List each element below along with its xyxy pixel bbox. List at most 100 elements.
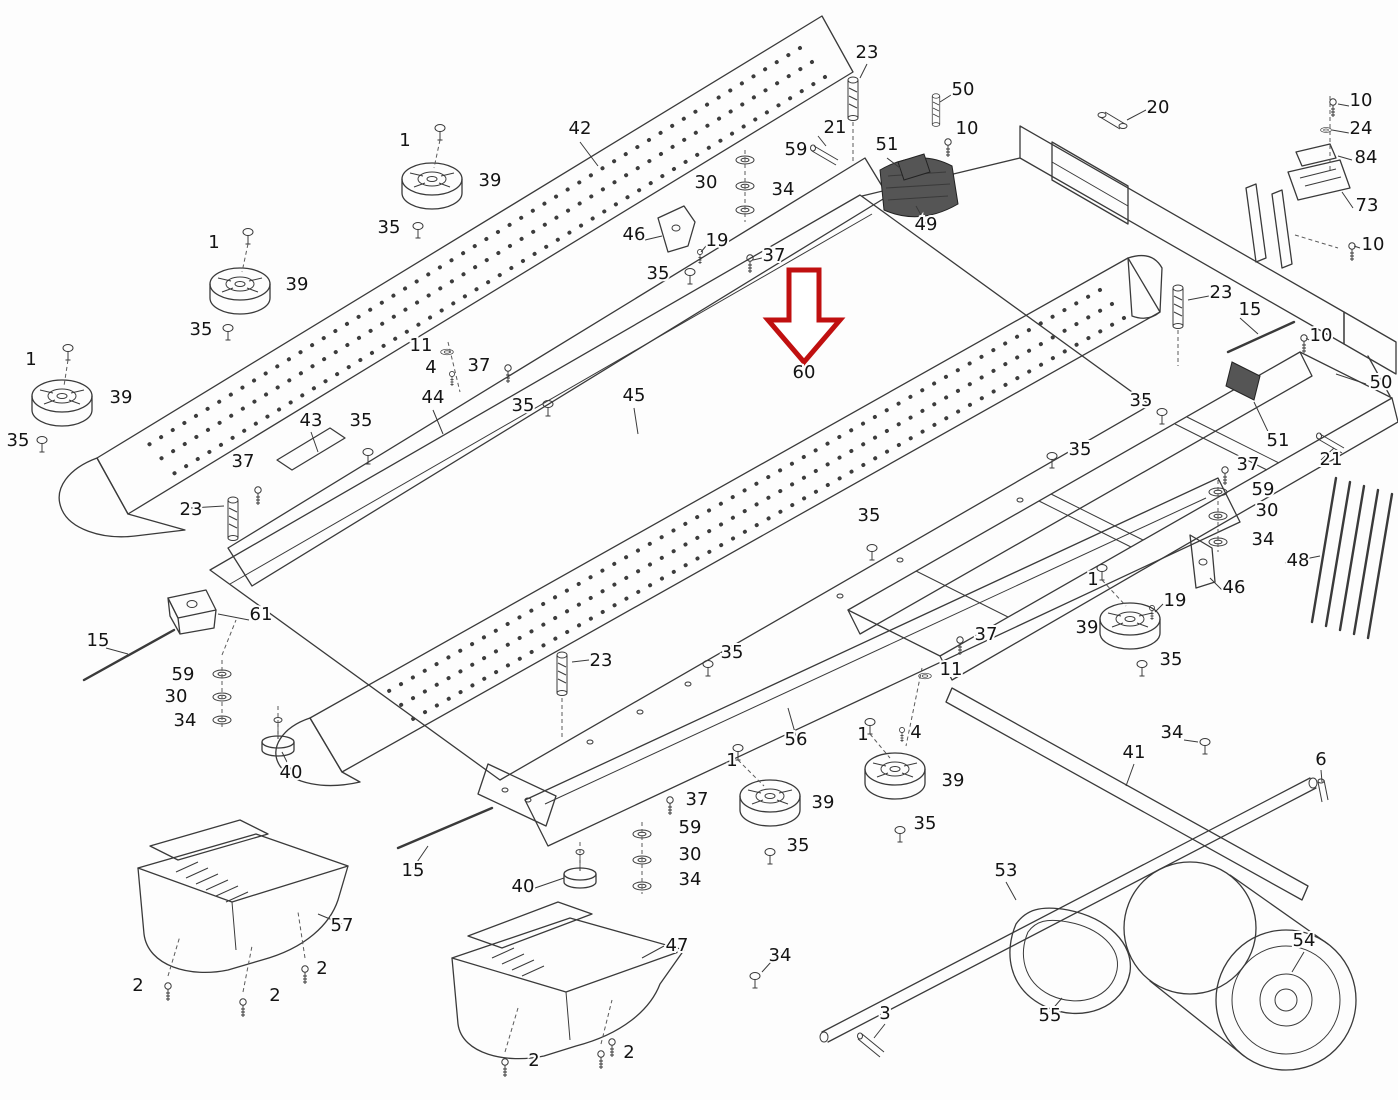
bolt-1 <box>434 124 446 141</box>
part-label-35: 35 <box>350 410 373 431</box>
part-label-39: 39 <box>812 792 835 813</box>
part-label-35: 35 <box>378 217 401 238</box>
part-label-39: 39 <box>479 170 502 191</box>
part-label-34: 34 <box>1161 722 1184 743</box>
part-label-15: 15 <box>402 860 425 881</box>
part-label-84: 84 <box>1355 147 1378 168</box>
part-label-54: 54 <box>1293 930 1316 951</box>
part-label-57: 57 <box>331 915 354 936</box>
part-label-1: 1 <box>208 232 219 253</box>
part-label-59: 59 <box>785 139 808 160</box>
nut-35 <box>222 324 234 341</box>
pin-6 <box>1317 778 1329 803</box>
nut-35 <box>894 826 906 843</box>
part-label-1: 1 <box>857 724 868 745</box>
part-label-21: 21 <box>1320 449 1343 470</box>
part-label-37: 37 <box>975 624 998 645</box>
part-label-59: 59 <box>679 817 702 838</box>
part-label-46: 46 <box>623 224 646 245</box>
part-label-21: 21 <box>824 117 847 138</box>
part-label-30: 30 <box>679 844 702 865</box>
part-label-41: 41 <box>1123 742 1146 763</box>
wheel-39 <box>864 752 926 800</box>
part-label-73: 73 <box>1356 195 1379 216</box>
pointer-arrow-60 <box>762 267 846 366</box>
part-label-40: 40 <box>512 876 535 897</box>
screw-2 <box>608 1038 616 1058</box>
belt-guide-51 <box>1225 361 1261 401</box>
pin-4 <box>899 727 905 743</box>
part-label-37: 37 <box>686 789 709 810</box>
part-label-35: 35 <box>787 835 810 856</box>
wheel-39 <box>209 267 271 315</box>
part-label-48: 48 <box>1287 550 1310 571</box>
part-label-10: 10 <box>956 118 979 139</box>
screw-23 <box>227 496 239 541</box>
foot-rail-60 <box>275 254 1163 787</box>
screw-2 <box>239 998 247 1018</box>
part-label-2: 2 <box>316 958 327 979</box>
part-label-23: 23 <box>590 650 613 671</box>
part-label-1: 1 <box>25 349 36 370</box>
rear-roller-54 <box>1123 861 1357 1071</box>
part-label-2: 2 <box>132 975 143 996</box>
spacer-20 <box>1097 111 1128 130</box>
nut-35 <box>412 222 424 239</box>
part-label-39: 39 <box>942 770 965 791</box>
bolt-1 <box>62 344 74 361</box>
part-label-44: 44 <box>422 387 445 408</box>
nut-35 <box>702 660 714 677</box>
bolt-1 <box>242 228 254 245</box>
bolt-34 <box>1199 738 1211 755</box>
nut-35 <box>866 544 878 561</box>
part-label-34: 34 <box>1252 529 1275 550</box>
part-label-1: 1 <box>726 750 737 771</box>
part-label-2: 2 <box>269 985 280 1006</box>
part-label-10: 10 <box>1362 234 1385 255</box>
rods-48 <box>1310 476 1394 640</box>
label-ticks <box>105 63 1367 1039</box>
wheel-39 <box>739 779 801 827</box>
part-label-37: 37 <box>763 245 786 266</box>
part-label-35: 35 <box>914 813 937 834</box>
part-label-2: 2 <box>623 1042 634 1063</box>
screw-2 <box>597 1050 605 1070</box>
part-label-59: 59 <box>1252 479 1275 500</box>
part-label-2: 2 <box>528 1050 539 1071</box>
upright-bar <box>1245 183 1267 263</box>
screw-50 <box>931 93 941 127</box>
part-label-51: 51 <box>876 134 899 155</box>
part-label-35: 35 <box>858 505 881 526</box>
part-label-51: 51 <box>1267 430 1290 451</box>
part-label-4: 4 <box>910 722 921 743</box>
side-rail-44 <box>227 157 889 587</box>
part-label-37: 37 <box>468 355 491 376</box>
screw-10 <box>1300 334 1308 354</box>
foot-40 <box>563 848 597 889</box>
pin-3 <box>857 1032 885 1058</box>
part-label-35: 35 <box>190 319 213 340</box>
part-label-50: 50 <box>952 79 975 100</box>
part-label-37: 37 <box>1237 454 1260 475</box>
part-label-11: 11 <box>410 335 433 356</box>
part-label-34: 34 <box>772 179 795 200</box>
wheel-39 <box>401 162 463 210</box>
nut-35 <box>764 848 776 865</box>
bracket-46 <box>657 205 696 253</box>
screw-23 <box>556 651 568 696</box>
part-label-11: 11 <box>940 659 963 680</box>
part-label-34: 34 <box>679 869 702 890</box>
part-label-35: 35 <box>1069 439 1092 460</box>
part-label-37: 37 <box>232 451 255 472</box>
end-cap-47 <box>451 901 685 1060</box>
leader-lines <box>63 96 1339 1053</box>
bracket-46 <box>1189 534 1216 589</box>
screw-37 <box>666 796 674 816</box>
part-label-1: 1 <box>399 130 410 151</box>
part-label-1: 1 <box>1087 569 1098 590</box>
washer-11 <box>440 348 454 356</box>
bolt-34 <box>749 972 761 989</box>
part-label-35: 35 <box>7 430 30 451</box>
